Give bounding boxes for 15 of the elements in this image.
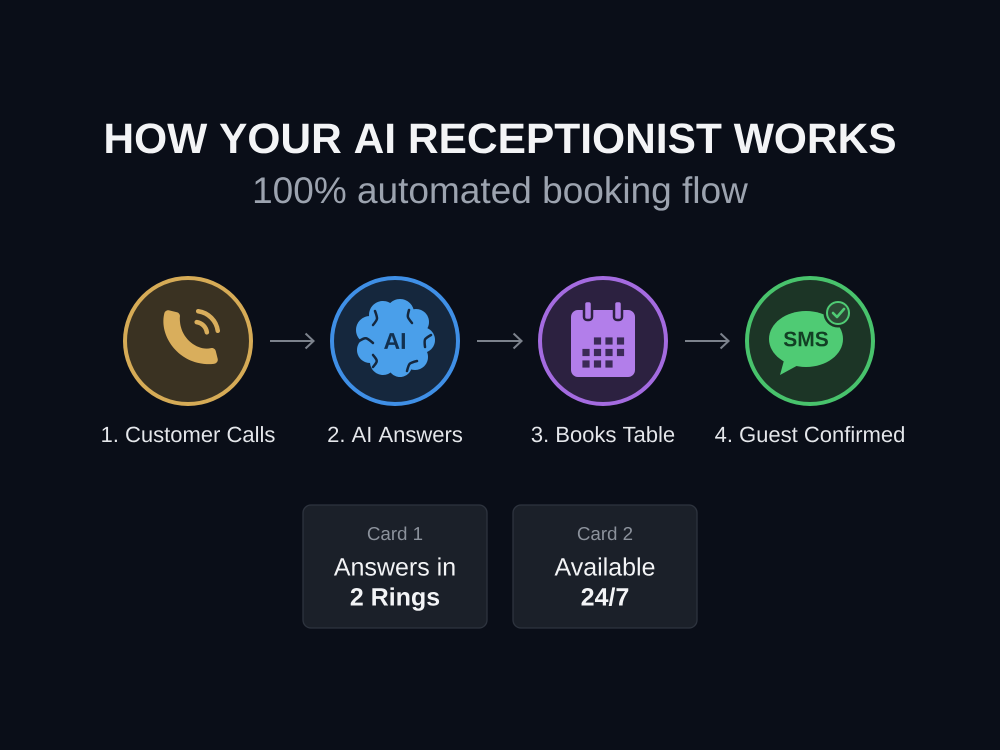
arrow [270,332,315,350]
step-label: 1. Customer Calls [102,426,275,442]
arrow [477,332,523,350]
title: HOW YOUR AI RECEPTIONIST WORKS [106,123,895,154]
step-label: 3. Books Table [532,426,674,442]
step-label: 4. Guest Confirmed [715,426,904,442]
icon-text: SMS [784,332,828,346]
card-text: Answers in 2 Rings [334,557,454,611]
card-text: Available 24/7 [554,557,654,606]
subtitle: 100% automated booking flow [254,176,748,211]
step-label: 2. AI Answers [328,426,462,442]
card-caption: Card 1 [368,526,422,540]
icon-text: AI [384,333,405,349]
arrow [685,332,730,350]
card-caption: Card 2 [578,526,632,540]
